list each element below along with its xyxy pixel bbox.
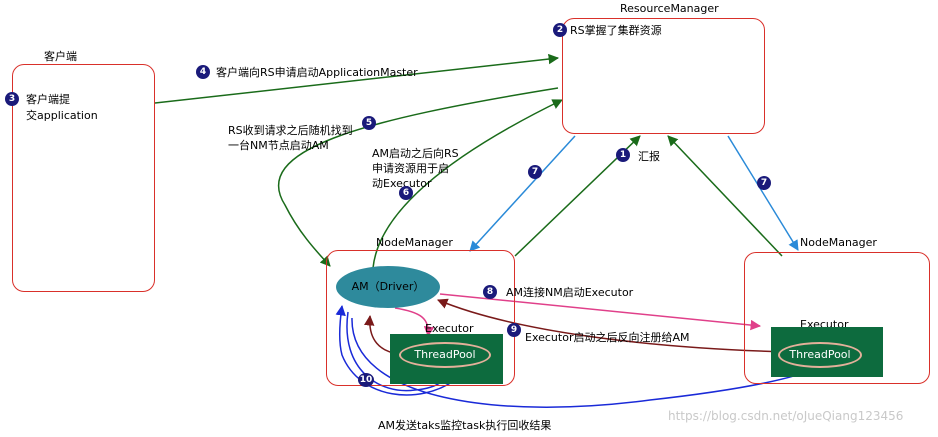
client-title: 客户端 xyxy=(44,50,77,63)
arrow-am-to-threadpool-right xyxy=(351,317,827,408)
step-badge-2: 2 xyxy=(553,23,567,37)
step-badge-3: 3 xyxy=(5,92,19,106)
node-manager-left-box xyxy=(326,250,515,386)
threadpool-right: ThreadPool xyxy=(778,342,862,368)
threadpool-right-label: ThreadPool xyxy=(789,348,851,361)
step5-label-2: 一台NM节点启动AM xyxy=(228,139,329,152)
rm-text: RS掌握了集群资源 xyxy=(570,24,662,37)
step8-label: AM连接NM启动Executor xyxy=(506,286,634,299)
node-manager-right-box xyxy=(744,252,930,384)
threadpool-left-label: ThreadPool xyxy=(414,348,476,361)
arrow-am-to-executor-right xyxy=(439,293,762,331)
step1-label: 汇报 xyxy=(638,150,660,163)
nm-left-title: NodeManager xyxy=(376,236,453,249)
step10-label: AM发送taks监控task执行回收结果 xyxy=(378,419,552,432)
arrow-client-to-rm xyxy=(154,53,560,104)
arrow-am-to-rm xyxy=(372,99,563,269)
step-badge-4: 4 xyxy=(196,65,210,79)
step9-label: Executor启动之后反向注册给AM xyxy=(525,331,690,344)
step-badge-7-left: 7 xyxy=(528,165,542,179)
arrow-executor-right-to-am xyxy=(437,298,791,353)
am-driver-label: AM（Driver） xyxy=(351,280,425,293)
step4-label: 客户端向RS申请启动ApplicationMaster xyxy=(216,66,418,79)
watermark: https://blog.csdn.net/oJueQiang123456 xyxy=(668,409,904,423)
resource-manager-box xyxy=(562,18,765,134)
arrow-rm-to-nm-start-am xyxy=(278,87,559,267)
step6-label-3: 动Executor xyxy=(372,177,432,190)
client-box xyxy=(12,64,155,292)
step-badge-6: 6 xyxy=(399,186,413,200)
step6-label-2: 申请资源用于启 xyxy=(372,162,449,175)
step-badge-9: 9 xyxy=(507,323,521,337)
step-badge-5: 5 xyxy=(362,116,376,130)
client-text-2: 交application xyxy=(26,109,98,122)
client-text-1: 客户端提 xyxy=(26,93,70,106)
step-badge-10: 10 xyxy=(358,373,374,387)
arrow-rm-to-nm-right xyxy=(727,135,799,251)
nm-right-title: NodeManager xyxy=(800,236,877,249)
arrow-nm-right-report xyxy=(667,135,783,257)
step-badge-1: 1 xyxy=(616,148,630,162)
step-badge-8: 8 xyxy=(483,285,497,299)
step6-label-1: AM启动之后向RS xyxy=(372,147,459,160)
step-badge-7-right: 7 xyxy=(757,176,771,190)
rm-title: ResourceManager xyxy=(620,2,719,15)
threadpool-left: ThreadPool xyxy=(399,342,491,368)
arrow-rm-to-nm-left xyxy=(469,135,576,252)
executor-left-title: Executor xyxy=(425,322,474,335)
step5-label-1: RS收到请求之后随机找到 xyxy=(228,124,353,137)
arrow-am-to-executor-left xyxy=(394,307,435,338)
am-driver: AM（Driver） xyxy=(336,266,440,308)
